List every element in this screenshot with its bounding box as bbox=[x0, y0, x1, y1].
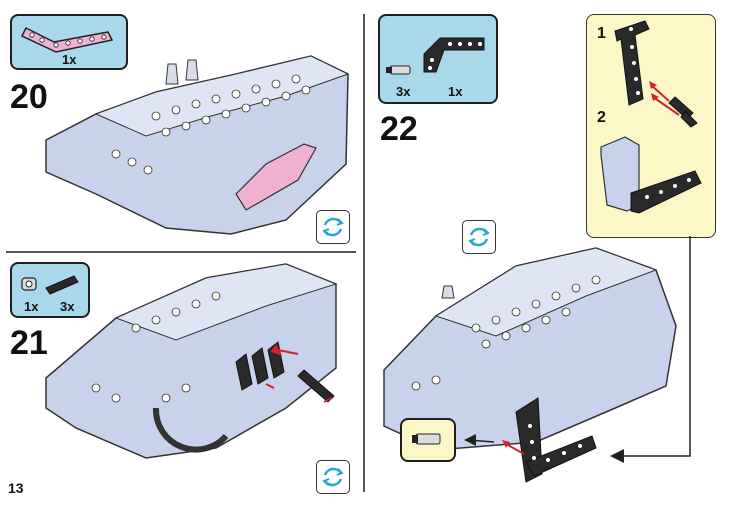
sub-assembly-panel: 1 2 bbox=[586, 14, 716, 238]
rotate-model-icon bbox=[316, 460, 350, 494]
part-quantity: 3x bbox=[60, 299, 75, 314]
sub-assembly-illustration bbox=[600, 20, 702, 214]
bush-icon bbox=[21, 277, 37, 291]
sub-assembly-connector-arrow bbox=[610, 236, 691, 463]
substep-number: 1 bbox=[597, 25, 606, 42]
black-pin-icon bbox=[45, 275, 79, 295]
step-20-parts-callout: 1x bbox=[10, 14, 128, 70]
black-l-beam-icon bbox=[423, 37, 485, 73]
pin-icon bbox=[412, 433, 441, 445]
horizontal-divider bbox=[6, 251, 356, 253]
substep-number: 2 bbox=[597, 109, 606, 126]
pin-detail-callout bbox=[400, 418, 456, 462]
step-22-model-illustration bbox=[383, 247, 677, 483]
part-quantity: 1x bbox=[24, 299, 39, 314]
step-21-parts-callout: 1x 3x bbox=[10, 262, 90, 318]
step-20-model-illustration bbox=[45, 55, 350, 235]
step-number: 21 bbox=[10, 324, 48, 362]
part-quantity: 3x bbox=[396, 84, 411, 99]
page-number: 13 bbox=[8, 480, 24, 496]
step-number: 22 bbox=[380, 110, 418, 148]
vertical-divider bbox=[363, 14, 365, 492]
pin-icon bbox=[386, 65, 411, 75]
part-quantity: 1x bbox=[62, 52, 77, 67]
rotate-model-icon bbox=[462, 220, 496, 254]
part-quantity: 1x bbox=[448, 84, 463, 99]
step-22-parts-callout: 3x 1x bbox=[378, 14, 498, 104]
step-number: 20 bbox=[10, 78, 48, 116]
pink-l-beam-icon bbox=[20, 26, 114, 53]
rotate-model-icon bbox=[316, 210, 350, 244]
step-21-model-illustration bbox=[45, 263, 338, 459]
